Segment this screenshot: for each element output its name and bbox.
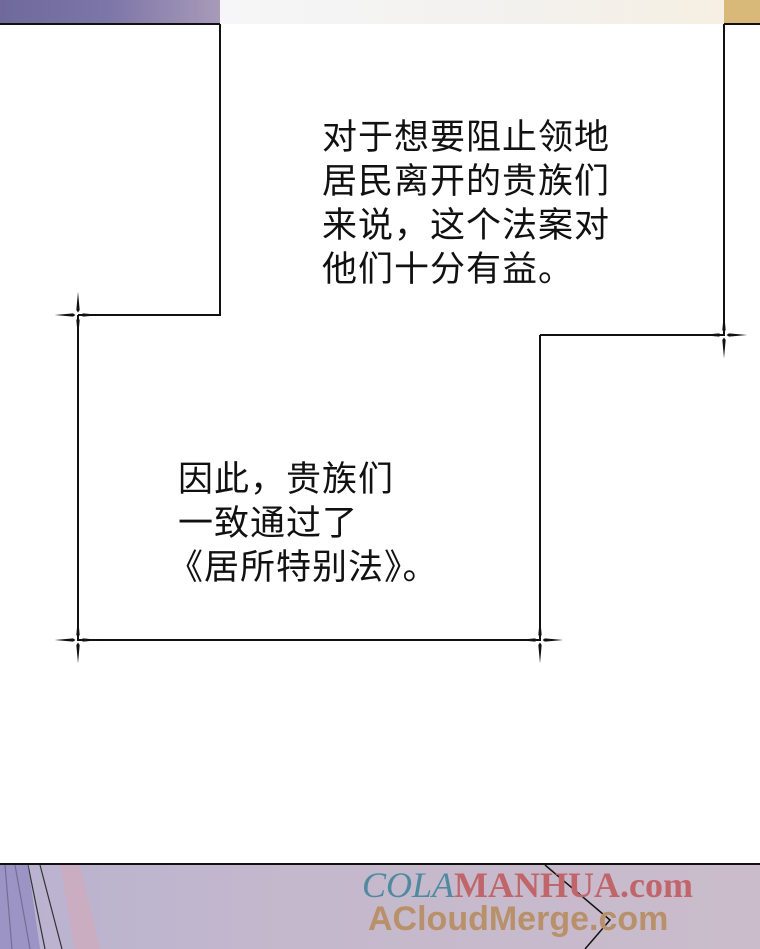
watermark-line1: COLAMANHUA.com (362, 865, 693, 905)
caption-line: 因此，贵族们 (178, 460, 395, 500)
top-panel-left-art (0, 0, 220, 24)
frame-line (78, 639, 541, 641)
sparkle-icon (516, 616, 564, 664)
top-panel-border (0, 23, 220, 25)
top-panel-middle-art (220, 0, 724, 24)
caption-line: 居民离开的贵族们 (322, 162, 611, 202)
caption-line: 对于想要阻止领地 (322, 118, 611, 158)
sparkle-icon (54, 291, 102, 339)
frame-line (219, 24, 221, 316)
caption-line: 来说，这个法案对 (322, 206, 611, 246)
caption-top: 对于想要阻止领地居民离开的贵族们来说，这个法案对他们十分有益。 (322, 72, 610, 336)
watermark-line2: ACloudMerge.com (368, 900, 669, 938)
bottom-panel-border (0, 863, 760, 865)
caption-line: 一致通过了 (178, 504, 359, 544)
caption-line: 他们十分有益。 (322, 250, 575, 290)
caption-line: 《居所特别法》。 (168, 548, 439, 588)
top-panel-border (724, 23, 760, 25)
bottom-panel-art (0, 865, 760, 949)
frame-line (77, 315, 79, 641)
hair-illustration (0, 865, 612, 949)
sparkle-icon (700, 311, 748, 359)
frame-line (539, 335, 541, 641)
frame-line (78, 314, 221, 316)
frame-line (723, 24, 725, 336)
frame-line (540, 334, 725, 336)
sparkle-icon (54, 616, 102, 664)
top-panel-right-art (724, 0, 760, 24)
caption-bottom: 因此，贵族们一致通过了《居所特别法》。 (168, 414, 439, 634)
